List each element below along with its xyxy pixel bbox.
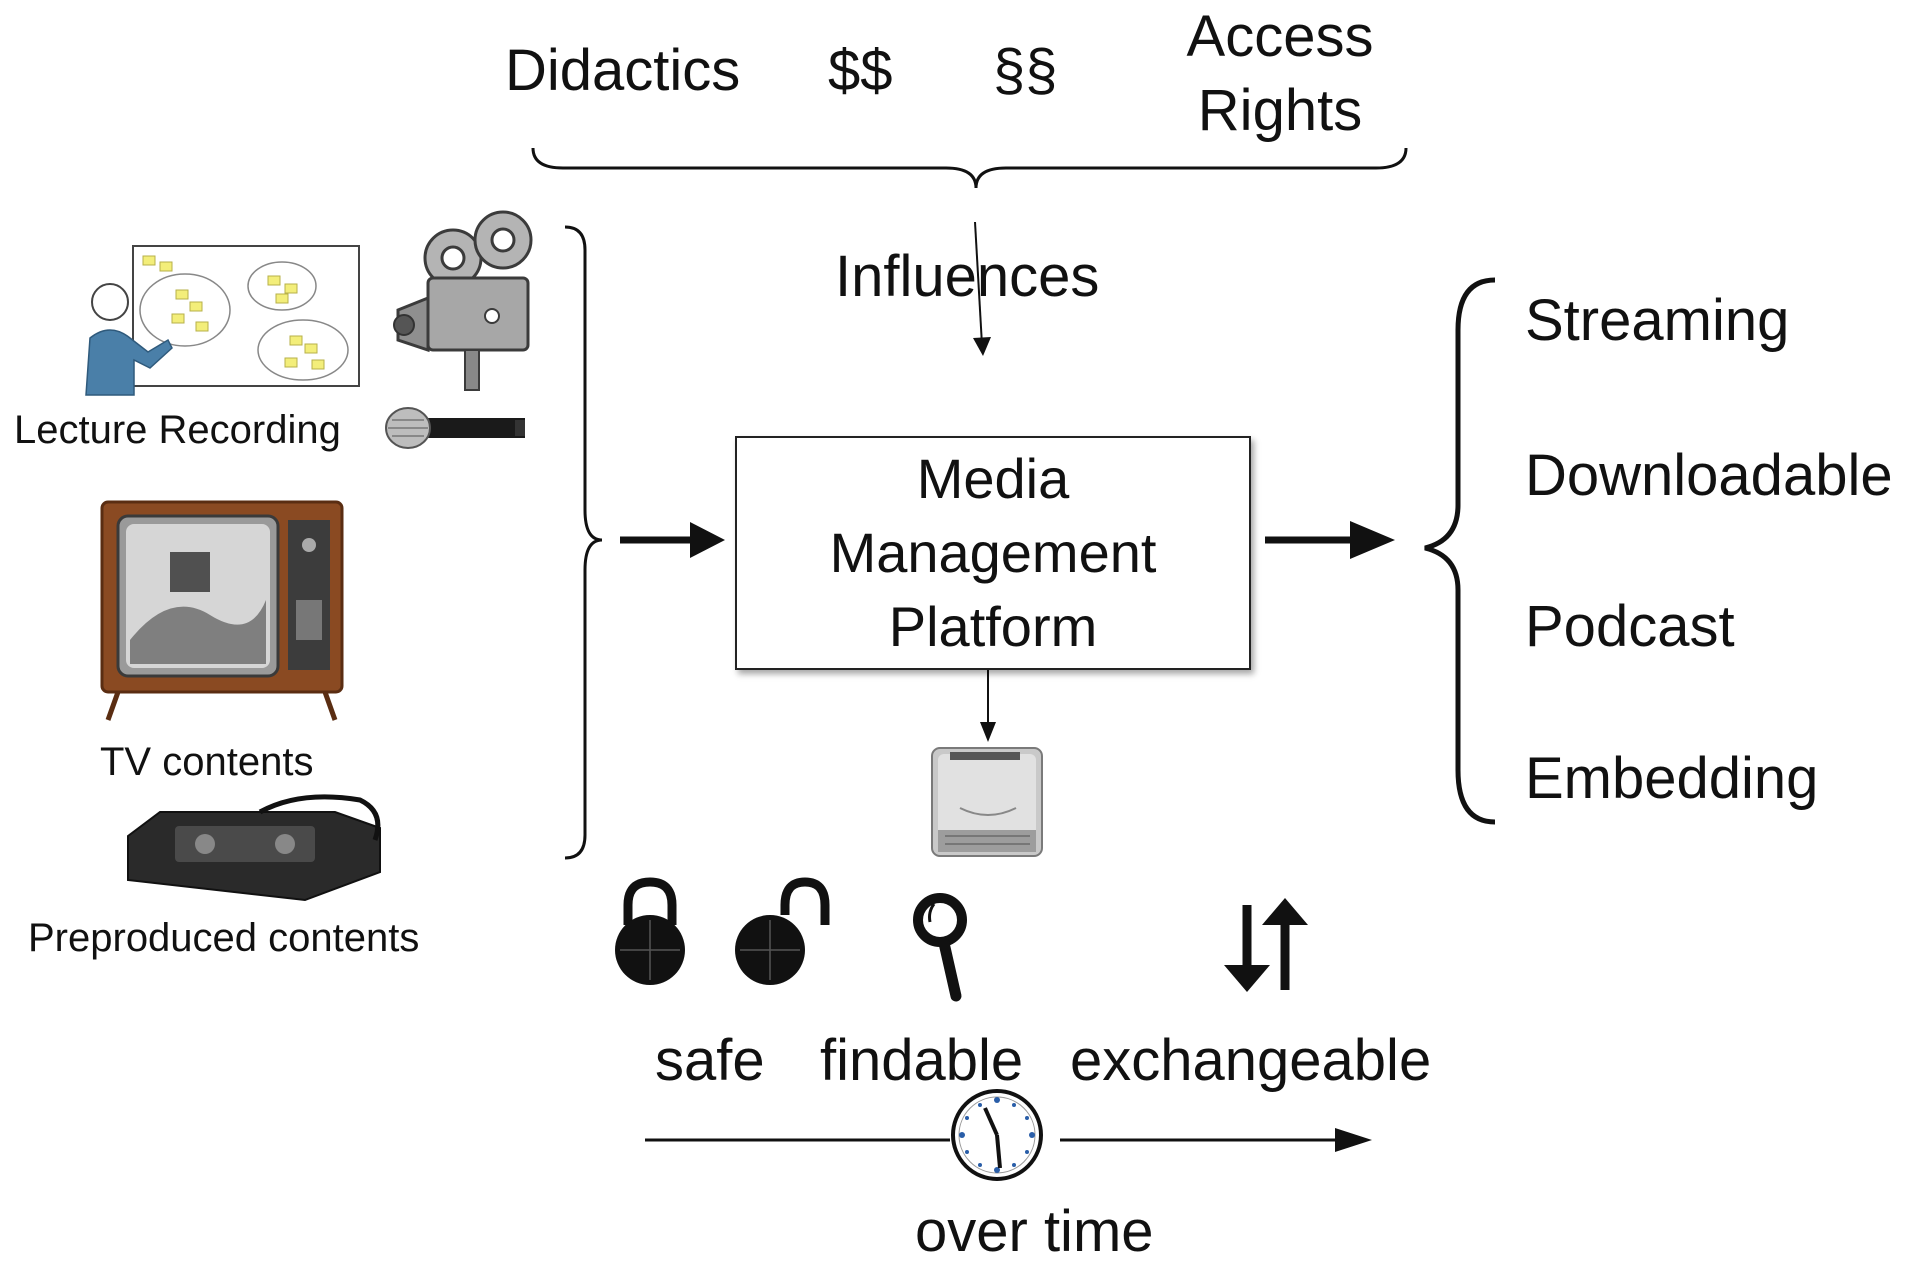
lock-closed-icon [615, 877, 685, 985]
microphone-icon [385, 407, 525, 449]
input-arrowhead [690, 522, 725, 558]
platform-line-3: Platform [888, 595, 1098, 658]
property-exchangeable: exchangeable [1070, 1028, 1432, 1093]
output-downloadable: Downloadable [1525, 443, 1893, 508]
timeline-label: over time [915, 1199, 1154, 1264]
factor-access-line1: Access [1186, 4, 1374, 69]
timeline-arrowhead [1335, 1128, 1372, 1152]
vhs-cassette-icon [127, 794, 381, 902]
clock-icon [951, 1089, 1043, 1181]
output-embedding: Embedding [1525, 746, 1819, 811]
source-tv-label: TV contents [100, 740, 314, 784]
source-preproduced-label: Preproduced contents [28, 916, 420, 960]
influences-arrowhead [973, 337, 991, 356]
top-brace [531, 147, 1408, 189]
property-safe: safe [655, 1028, 765, 1093]
output-streaming: Streaming [1525, 288, 1790, 353]
storage-arrowhead [980, 722, 996, 742]
property-findable: findable [820, 1028, 1024, 1093]
output-brace [1424, 277, 1496, 825]
factor-access-line2: Rights [1197, 78, 1363, 143]
whiteboard-lecturer-icon [85, 245, 360, 396]
factor-money: $$ [828, 38, 893, 103]
influences-label: Influences [835, 244, 1100, 309]
media-management-platform-box: Media Management Platform [735, 436, 1251, 670]
output-podcast: Podcast [1525, 594, 1735, 659]
hard-drive-icon [931, 747, 1043, 857]
platform-line-1: Media [916, 447, 1070, 510]
influences-arrow [974, 221, 983, 346]
lock-open-icon [735, 877, 830, 985]
input-brace [564, 225, 603, 860]
exchange-arrows-icon [1224, 898, 1308, 992]
magnifier-icon [913, 893, 967, 1002]
tv-icon [100, 500, 344, 721]
output-arrowhead [1350, 521, 1395, 559]
factor-didactics: Didactics [505, 38, 741, 103]
factor-law: §§ [993, 38, 1058, 103]
source-lecture-label: Lecture Recording [14, 408, 341, 452]
platform-line-2: Management [829, 521, 1157, 584]
film-camera-icon [393, 210, 533, 391]
